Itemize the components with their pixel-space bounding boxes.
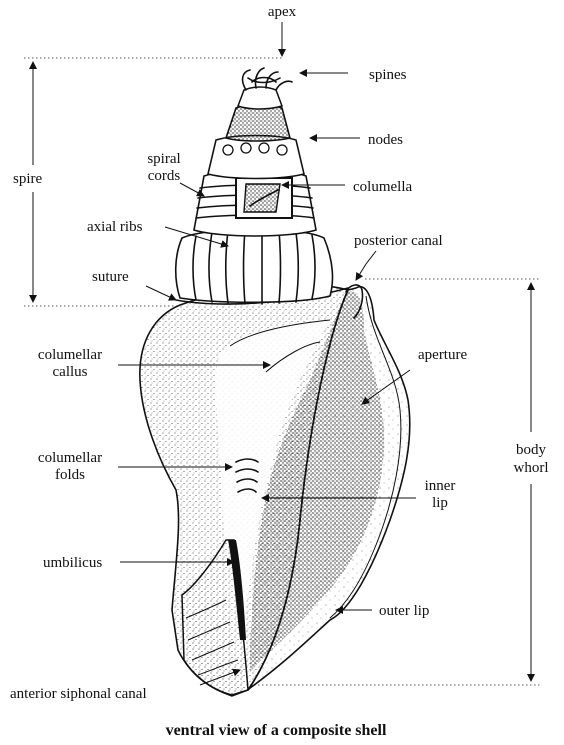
spines-label: spines <box>369 67 407 83</box>
suture-label: suture <box>92 269 129 285</box>
anterior-siphonal-canal-label: anterior siphonal canal <box>10 686 147 702</box>
nodes-label: nodes <box>368 132 403 148</box>
columellar-callus-label-line2: callus <box>53 364 88 380</box>
figure-caption: ventral view of a composite shell <box>166 722 387 739</box>
spiral-cords-label-line1: spiral <box>147 151 180 167</box>
upper-whorl-1 <box>208 136 304 179</box>
suture-leader <box>146 286 176 300</box>
axial-ribs-label: axial ribs <box>87 219 143 235</box>
body-whorl-label-line1: body <box>516 442 547 458</box>
posterior-canal-leader <box>356 251 376 280</box>
umbilicus-label: umbilicus <box>43 555 102 571</box>
axial-rib-whorl <box>176 229 333 302</box>
spire-label: spire <box>13 171 43 187</box>
columellar-folds-label-line1: columellar <box>38 450 102 466</box>
upper-whorl-2 <box>226 104 290 141</box>
inner-lip-label-line1: inner <box>425 478 456 494</box>
posterior-canal-label: posterior canal <box>354 233 443 249</box>
spiral-cords-label-line2: cords <box>148 168 181 184</box>
inner-lip-label-line2: lip <box>432 495 448 511</box>
columellar-callus-label-line1: columellar <box>38 347 102 363</box>
apex-label: apex <box>268 4 297 20</box>
body-whorl-label-line2: whorl <box>514 460 549 476</box>
columella-label: columella <box>353 179 412 195</box>
spiral-cords-leader <box>180 183 204 196</box>
aperture-label: aperture <box>418 347 467 363</box>
columellar-folds-label-line2: folds <box>55 467 85 483</box>
outer-lip-label: outer lip <box>379 603 429 619</box>
